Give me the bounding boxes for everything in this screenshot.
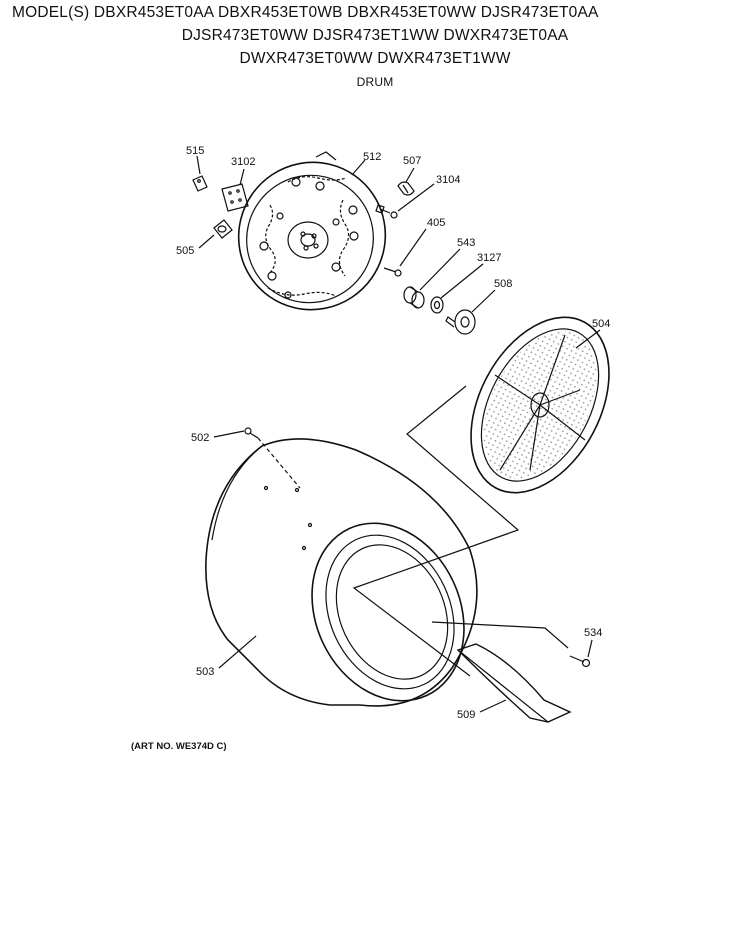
part-505-roller bbox=[213, 219, 233, 239]
part-3102-pad bbox=[221, 183, 249, 212]
callout-405: 405 bbox=[427, 217, 445, 229]
callout-512: 512 bbox=[363, 151, 381, 163]
callout-515: 515 bbox=[186, 145, 204, 157]
model-list-line-1: MODEL(S) DBXR453ET0AA DBXR453ET0WB DBXR4… bbox=[12, 4, 599, 21]
model-list-line-3: DWXR473ET0WW DWXR473ET1WW bbox=[239, 50, 511, 67]
part-3104-screw bbox=[375, 204, 398, 219]
model-list-line-2: DJSR473ET0WW DJSR473ET1WW DWXR473ET0AA bbox=[181, 27, 569, 44]
callout-503: 503 bbox=[196, 666, 214, 678]
part-503-drum bbox=[205, 438, 478, 707]
part-515-clip bbox=[192, 175, 208, 192]
callout-3127: 3127 bbox=[477, 252, 501, 264]
part-508-shaft bbox=[445, 309, 476, 335]
part-534-screw bbox=[569, 655, 591, 668]
callout-543: 543 bbox=[457, 237, 475, 249]
part-509-lifter bbox=[456, 643, 572, 723]
section-title: DRUM bbox=[356, 75, 394, 89]
callout-505: 505 bbox=[176, 245, 194, 257]
rear-drum-head-part-512 bbox=[237, 151, 387, 311]
part-543-bushing bbox=[403, 286, 425, 309]
part-507-fitting bbox=[397, 181, 415, 196]
part-502-screw bbox=[244, 427, 259, 439]
callout-3102: 3102 bbox=[231, 156, 255, 168]
callout-509: 509 bbox=[457, 709, 475, 721]
callout-507: 507 bbox=[403, 155, 421, 167]
callout-3104: 3104 bbox=[436, 174, 460, 186]
callout-504: 504 bbox=[592, 318, 610, 330]
art-number: (ART NO. WE374D C) bbox=[131, 741, 227, 752]
part-405-screw bbox=[383, 267, 402, 277]
callout-508: 508 bbox=[494, 278, 512, 290]
part-3127-washer bbox=[430, 296, 444, 314]
callout-534: 534 bbox=[584, 627, 602, 639]
callout-502: 502 bbox=[191, 432, 209, 444]
